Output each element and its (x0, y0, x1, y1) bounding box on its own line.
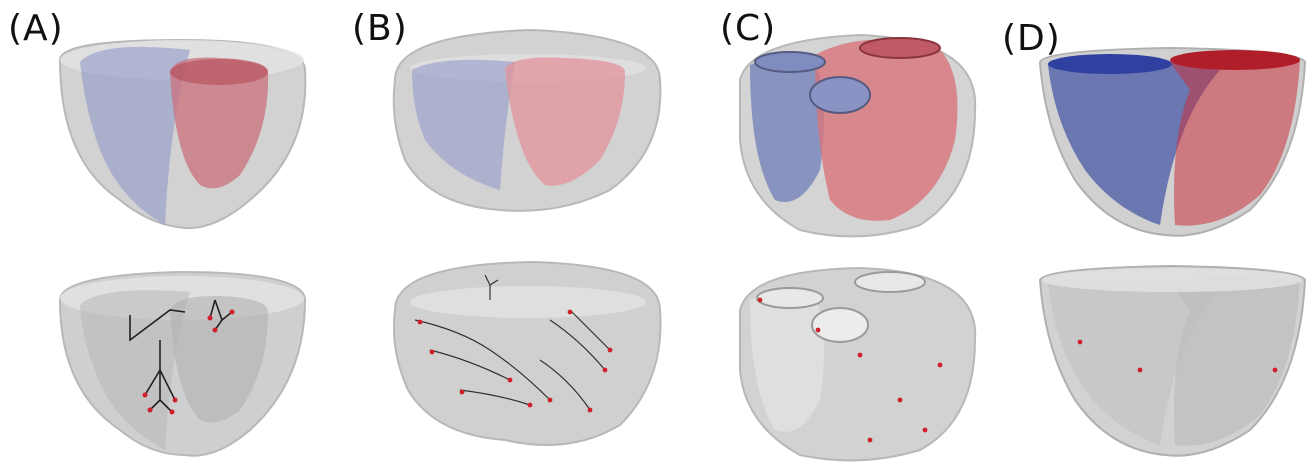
panel-a-illustration (0, 0, 320, 463)
heart-model-a-top (60, 40, 305, 228)
heart-model-d-bottom (1040, 266, 1305, 456)
panel-d: (D) (1000, 0, 1308, 463)
panel-b: (B) (340, 0, 670, 463)
heart-model-b-top (394, 30, 661, 211)
heart-model-a-bottom (60, 272, 305, 456)
panel-c: (C) (690, 0, 1000, 463)
heart-model-b-bottom (394, 262, 661, 445)
heart-model-d-top (1040, 48, 1305, 236)
panel-d-illustration (1000, 0, 1308, 463)
panel-a: (A) (0, 0, 320, 463)
panel-c-illustration (690, 0, 1000, 463)
heart-model-c-top (740, 35, 975, 236)
heart-model-c-bottom (740, 268, 975, 460)
panel-b-illustration (340, 0, 670, 463)
